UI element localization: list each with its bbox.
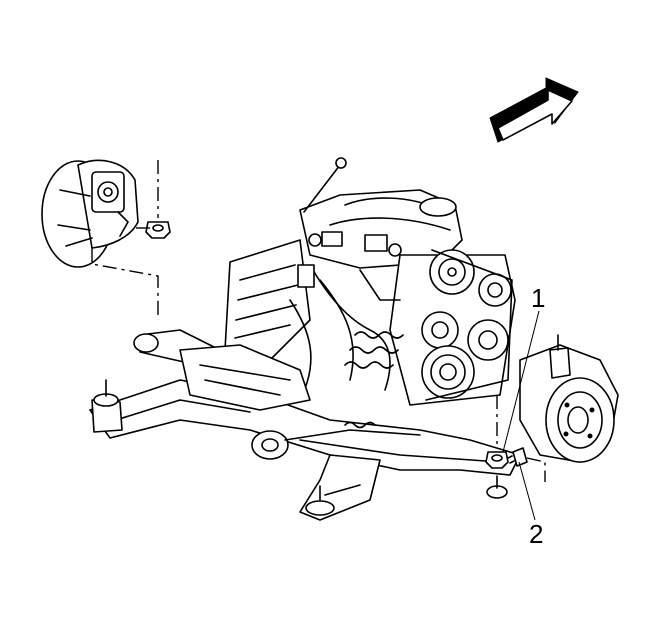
callout-1-leader: [502, 310, 540, 453]
left-engine-mount: [41, 159, 139, 268]
callout-2-leader: [518, 461, 536, 521]
mount-nut: [145, 160, 171, 239]
callout-label-1: 1: [531, 283, 546, 313]
callout-label-2: 2: [529, 519, 544, 549]
alignment-line-left: [91, 248, 159, 320]
right-knuckle-assembly: [519, 334, 619, 463]
front-direction-arrow-icon: [489, 77, 579, 143]
engine-assembly: [224, 157, 516, 406]
engine-cradle: [89, 329, 521, 521]
right-mount-hardware: [485, 395, 546, 482]
